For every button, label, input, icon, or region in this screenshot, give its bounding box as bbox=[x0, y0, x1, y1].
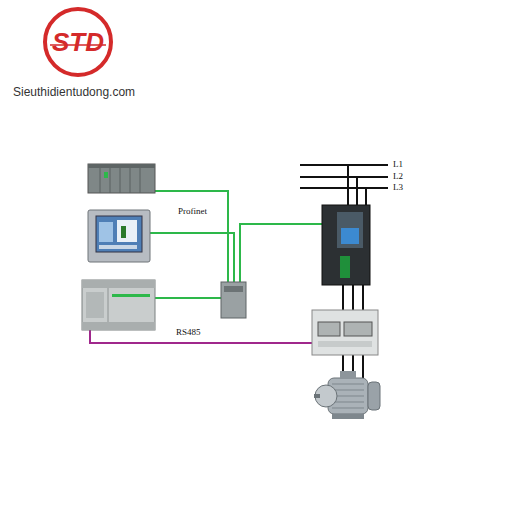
hmi-screen bbox=[96, 216, 142, 252]
rack-top bbox=[88, 164, 155, 168]
rack-modules bbox=[100, 168, 140, 193]
rs485-cable bbox=[90, 330, 313, 343]
frequency-inverter bbox=[322, 205, 370, 285]
phase-line bbox=[300, 164, 388, 166]
phase-line bbox=[300, 176, 388, 178]
power-lines bbox=[300, 165, 388, 378]
profinet-cable bbox=[155, 191, 228, 283]
phase-label: L3 bbox=[393, 183, 403, 192]
logo-ring bbox=[45, 9, 111, 75]
electric-motor bbox=[314, 371, 380, 419]
inverter-panel bbox=[341, 228, 359, 244]
rack-plc bbox=[88, 164, 155, 193]
motor-foot bbox=[332, 414, 364, 419]
inverter-module bbox=[340, 256, 350, 278]
profinet-cable bbox=[155, 297, 222, 299]
phase-wire bbox=[365, 188, 367, 206]
plc-panel bbox=[86, 292, 104, 318]
profinet-cable bbox=[150, 233, 234, 283]
rack-led bbox=[104, 172, 108, 178]
network-switch bbox=[221, 282, 246, 318]
phase-wire bbox=[347, 165, 349, 206]
hmi-frame bbox=[88, 210, 150, 262]
rack-body bbox=[88, 164, 155, 193]
phase-wire bbox=[362, 285, 364, 311]
phase-label: L1 bbox=[393, 160, 403, 169]
hmi-widget bbox=[99, 222, 113, 242]
plc-leds bbox=[112, 294, 150, 297]
plc-divider bbox=[108, 288, 109, 322]
plc-terminal bbox=[82, 280, 155, 288]
motor-shaft bbox=[314, 394, 320, 398]
phase-wire bbox=[356, 177, 358, 206]
logo-text: STD bbox=[52, 29, 104, 55]
meter-display bbox=[344, 322, 372, 336]
hmi-widget bbox=[99, 245, 137, 249]
bus-label: Profinet bbox=[178, 207, 207, 216]
hmi-widget bbox=[117, 220, 137, 242]
plc-body bbox=[82, 280, 155, 330]
switch-body bbox=[221, 282, 246, 318]
phase-wire bbox=[362, 355, 364, 378]
phase-wire bbox=[342, 285, 344, 311]
hmi-widget bbox=[121, 226, 126, 238]
phase-label: L2 bbox=[393, 172, 403, 181]
inverter-body bbox=[322, 205, 370, 285]
bus-label: RS485 bbox=[176, 328, 201, 337]
motor-box bbox=[340, 371, 356, 379]
switch-ports bbox=[224, 286, 243, 292]
meter-buttons bbox=[318, 341, 372, 347]
motor-fan bbox=[368, 382, 380, 410]
power-meter bbox=[312, 310, 378, 355]
meter-body bbox=[312, 310, 378, 355]
phase-wire bbox=[352, 285, 354, 311]
website-text: Sieuthidientudong.com bbox=[13, 86, 135, 98]
compact-plc bbox=[82, 280, 155, 330]
plc-terminal bbox=[82, 322, 155, 330]
phase-line bbox=[300, 187, 388, 189]
inverter-front bbox=[337, 212, 363, 248]
hmi-panel bbox=[88, 210, 150, 262]
profinet-cable bbox=[240, 224, 323, 283]
motor-flange bbox=[315, 385, 337, 407]
meter-display bbox=[318, 322, 340, 336]
